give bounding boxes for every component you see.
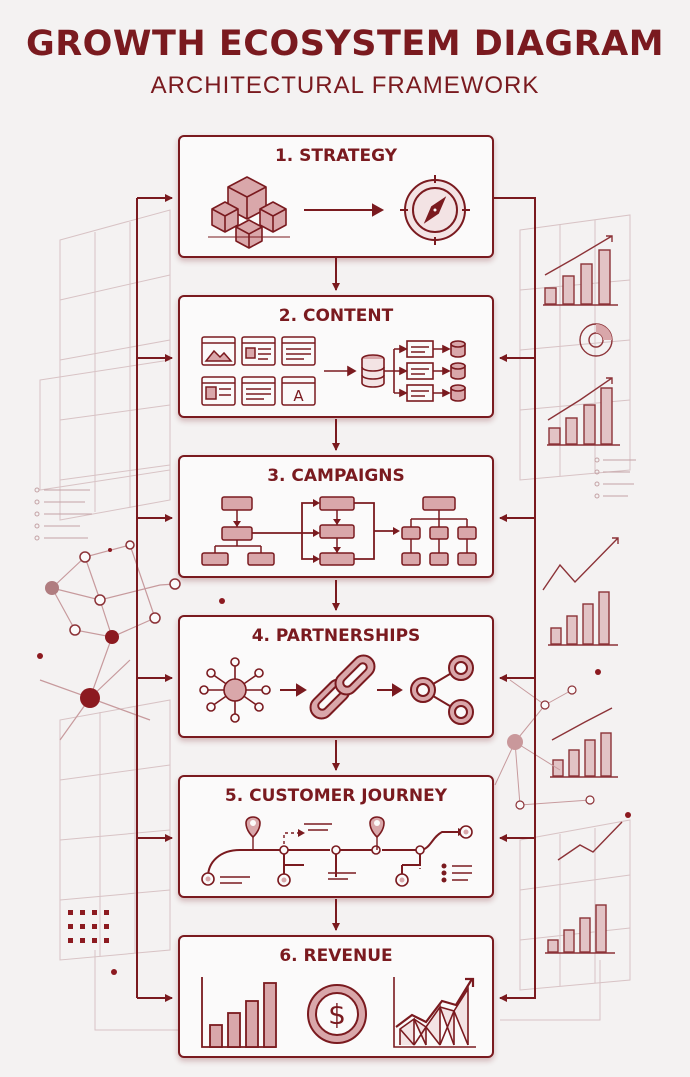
stage-strategy: 1. STRATEGY	[178, 135, 494, 258]
database-flow-icon	[324, 340, 466, 402]
cubes-icon	[208, 176, 290, 249]
flowchart-icon	[201, 496, 477, 566]
stage-title-campaigns: 3. CAMPAIGNS	[267, 466, 405, 486]
share-icon	[410, 655, 474, 725]
revenue-icons: $	[201, 977, 476, 1048]
bar-chart-icon	[201, 977, 277, 1048]
content-card-letter: A	[293, 387, 304, 405]
journey-map-icon	[201, 816, 473, 887]
stage-content: A 2. CONTENT	[178, 295, 494, 418]
partnerships-icons	[199, 654, 474, 725]
content-icons: A	[201, 336, 466, 406]
hub-network-icon	[199, 657, 271, 723]
stage-partnerships: 4. PARTNERSHIPS	[178, 615, 494, 738]
stage-title-partnerships: 4. PARTNERSHIPS	[251, 626, 421, 646]
stage-campaigns: 3. CAMPAIGNS	[178, 455, 494, 578]
stage-customer-journey: 5. CUSTOMER JOURNEY	[178, 775, 494, 898]
stage-title-content: 2. CONTENT	[278, 306, 394, 326]
currency-symbol: $	[328, 998, 346, 1031]
compass-icon	[400, 175, 470, 245]
arrow-right-icon	[304, 203, 385, 217]
dollar-coin-icon	[307, 984, 367, 1044]
trend-chart-icon	[393, 977, 476, 1048]
stage-revenue: $ 6. REVENUE	[178, 935, 494, 1058]
stage-title-customer-journey: 5. CUSTOMER JOURNEY	[224, 786, 448, 806]
strategy-icons	[208, 175, 470, 249]
diagram-subtitle: ARCHITECTURAL FRAMEWORK	[150, 72, 540, 99]
diagram-title: GROWTH ECOSYSTEM DIAGRAM	[25, 24, 665, 64]
chain-link-icon	[309, 654, 376, 720]
stage-title-revenue: 6. REVENUE	[279, 946, 393, 966]
content-cards-icon	[201, 336, 316, 406]
stage-title-strategy: 1. STRATEGY	[274, 146, 398, 166]
